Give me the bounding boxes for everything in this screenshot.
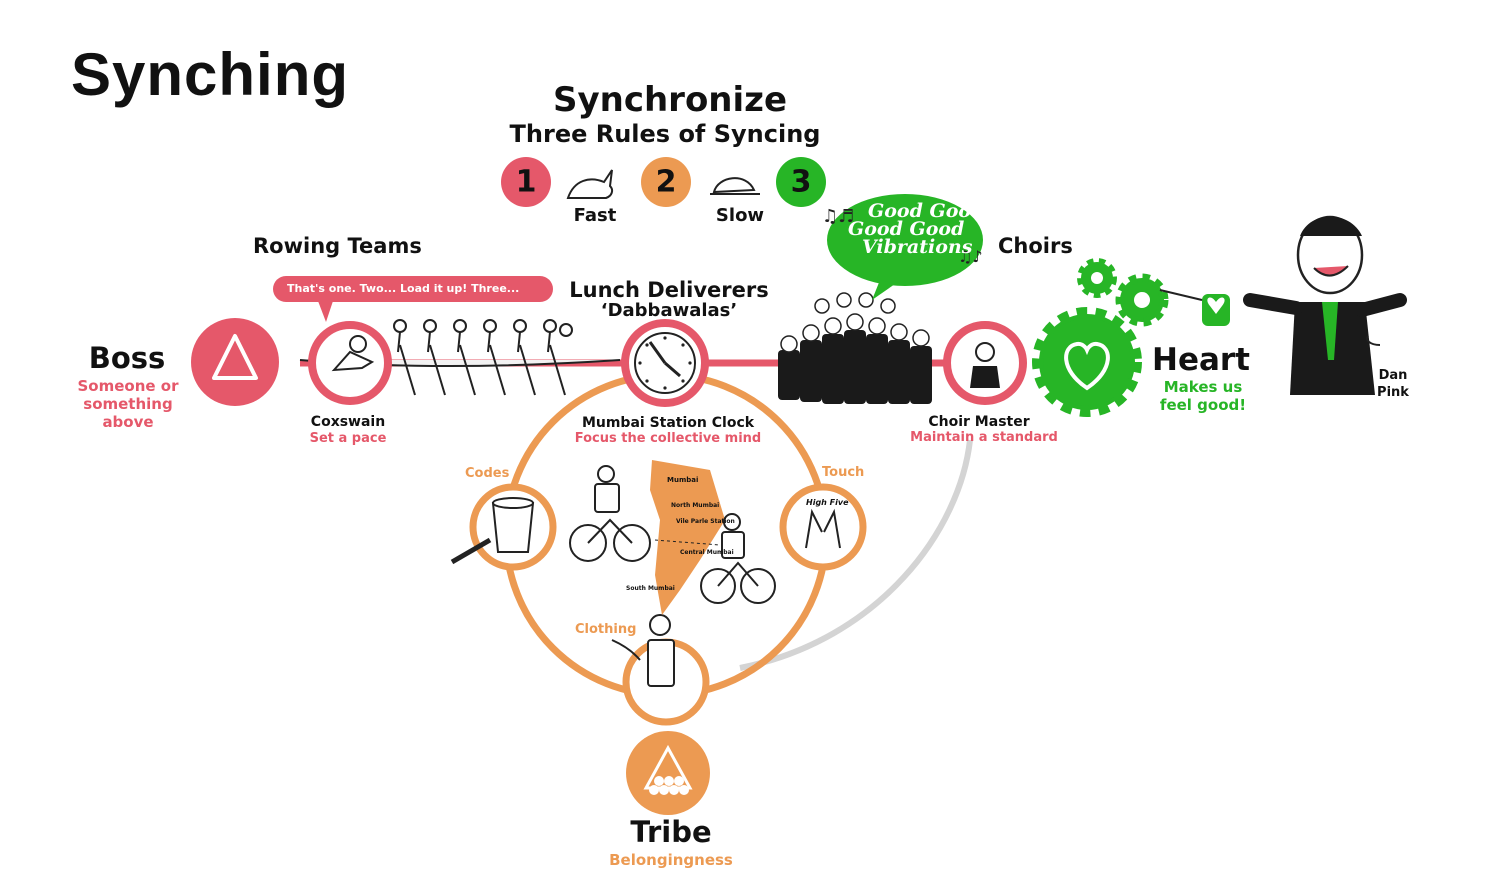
mumbai-map: [650, 460, 725, 615]
rowing-speech: That's one. Two... Load it up! Three...: [287, 282, 520, 295]
return-arc: [739, 439, 973, 671]
boss-description: Someone or something above: [77, 377, 179, 431]
station-clock-subtitle: Focus the collective mind: [574, 431, 762, 446]
coxswain-subtitle: Set a pace: [309, 431, 387, 446]
choir-master-subtitle: Maintain a standard: [910, 430, 1058, 445]
rule-label-slow: Slow: [715, 205, 765, 226]
rabbit-icon: [566, 169, 614, 199]
triangle-icon: [191, 318, 279, 406]
boss-title: Boss: [88, 341, 166, 375]
map-label-south: South Mumbai: [626, 585, 675, 592]
choirs-title: Choirs: [998, 234, 1073, 258]
coxswain-title: Coxswain: [310, 414, 386, 430]
heart-title: Heart: [1152, 342, 1250, 378]
map-label-north: North Mumbai: [671, 502, 720, 509]
codes-node: [450, 483, 557, 571]
tribe-subtitle: Belongingness: [609, 851, 733, 869]
rule-label-fast: Fast: [573, 205, 617, 226]
rowing-title: Rowing Teams: [253, 234, 422, 258]
speech-bubble: [273, 276, 553, 322]
tribe-title: Tribe: [630, 815, 712, 849]
rule-number-2: 2: [655, 164, 677, 200]
heart-description: Makes us feel good!: [1159, 378, 1247, 414]
lunch-subtitle: ‘Dabbawalas’: [600, 300, 738, 321]
turtle-icon: [710, 177, 760, 195]
choir-group: [778, 292, 932, 404]
dan-pink-figure: [1243, 215, 1407, 395]
music-notes-icon: ♫♬ ♫♪: [822, 206, 983, 266]
map-label-mumbai: Mumbai: [667, 476, 699, 484]
page-title: Synching: [71, 41, 350, 108]
vibrations-text: Good Good Good Good Vibrations: [848, 200, 985, 258]
cyclist-icon: [569, 465, 776, 604]
station-clock-title: Mumbai Station Clock: [581, 415, 755, 431]
rowing-crew-icon: [299, 319, 621, 396]
rule-number-1: 1: [515, 164, 537, 200]
codes-label: Codes: [465, 466, 510, 481]
high-five-label: High Five: [806, 498, 849, 507]
svg-text:♫♪: ♫♪: [958, 247, 983, 266]
tribe-triangle-icon: [626, 731, 710, 815]
touch-label: Touch: [822, 465, 865, 480]
vibrations-bubble: [827, 194, 983, 300]
rule-number-3: 3: [790, 164, 812, 200]
dan-pink-label: Dan Pink: [1377, 368, 1409, 400]
lunch-title: Lunch Deliverers: [569, 278, 769, 302]
map-label-station: Vile Parle Station: [676, 518, 735, 525]
choir-icon: [943, 321, 1027, 405]
clothing-label: Clothing: [575, 622, 637, 637]
touch-node: [779, 483, 867, 571]
clothing-node: [611, 614, 710, 726]
clock-icon: [621, 319, 709, 407]
svg-text:♫♬: ♫♬: [822, 206, 854, 227]
header-subtitle: Three Rules of Syncing: [509, 120, 821, 148]
choir-master-title: Choir Master: [928, 414, 1030, 430]
map-label-central: Central Mumbai: [680, 549, 734, 556]
header-title: Synchronize: [552, 80, 788, 120]
heart-gear-icon: [1032, 258, 1230, 417]
coxswain-node: [308, 321, 392, 405]
rule-circles: [501, 157, 826, 207]
